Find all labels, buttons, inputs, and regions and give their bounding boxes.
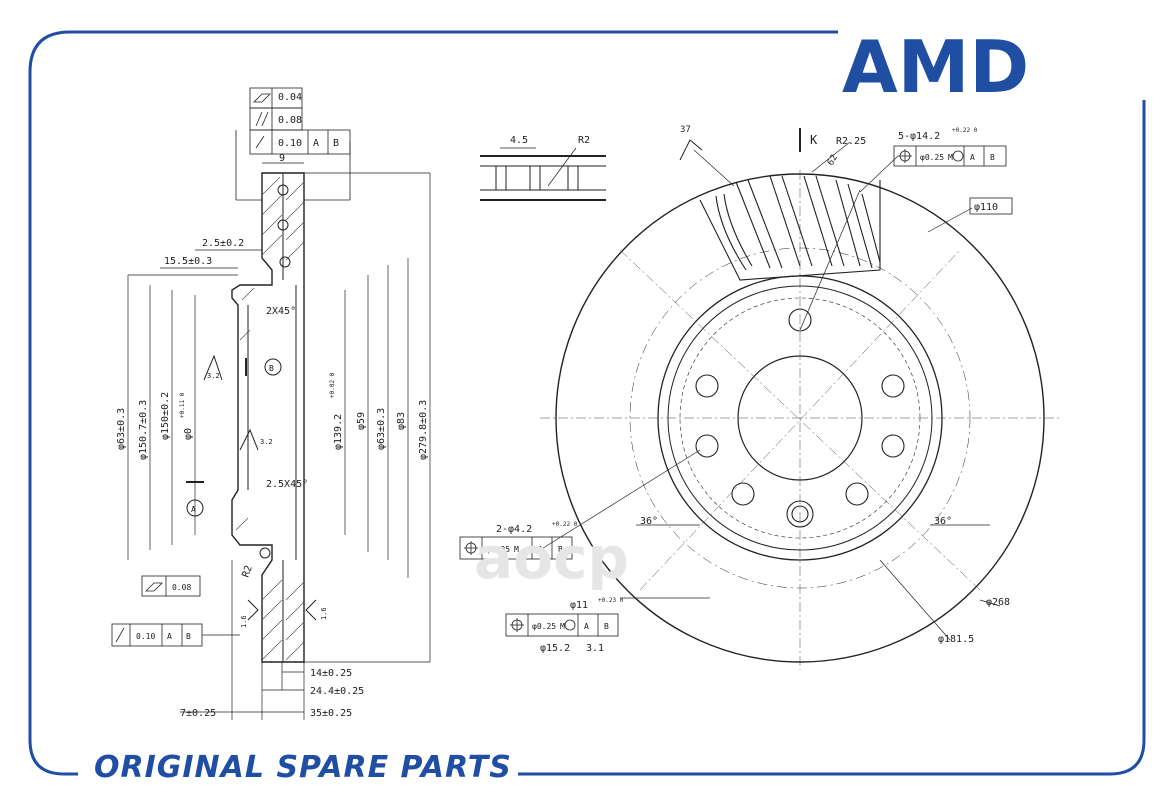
dim-d59: φ59	[356, 412, 367, 430]
datum-a-circle	[186, 499, 204, 517]
roughness-value: 1.6	[240, 615, 248, 628]
datum-a-label: A	[191, 505, 196, 514]
datum-ref: B	[990, 153, 995, 162]
dim-d268: φ268	[986, 597, 1010, 608]
two-holes-tol: +0.22 0	[552, 521, 578, 528]
dim-step: 2.5±0.2	[202, 238, 244, 249]
d11-tol: +0.23 0	[598, 597, 624, 604]
dim-thickness-top: 9	[279, 153, 285, 164]
side-view-labels: 0.04 0.08 0.10 A B 9 2.5±0.2 15.5±0.3 2X…	[116, 92, 429, 719]
roughness-icon	[247, 599, 259, 621]
roughness-value: 37	[680, 125, 691, 135]
dim-radius: R2	[240, 564, 254, 579]
dim-d83: φ83	[396, 412, 407, 430]
dim-d11: φ11	[570, 600, 588, 611]
roughness-value: 3.2	[207, 372, 220, 380]
tol-runout-value: 0.10	[278, 138, 302, 149]
dim-offset: 15.5±0.3	[164, 256, 212, 267]
front-view	[459, 128, 1060, 670]
d11-frame-modifier: M	[560, 622, 565, 631]
dimension-lines	[127, 162, 431, 720]
dim-d279: φ279.8±0.3	[418, 400, 429, 460]
dim-flange: 7±0.25	[180, 708, 216, 719]
roughness-icon	[305, 599, 317, 621]
dim-d139: φ139.2	[333, 414, 344, 450]
datum-ref: A	[584, 622, 589, 631]
dim-d181-5: φ181.5	[938, 634, 974, 645]
angle-left: 36°	[640, 516, 658, 527]
position-frame-top	[893, 145, 1013, 215]
roughness-icon	[679, 139, 703, 161]
footer-tagline: ORIGINAL SPARE PARTS	[88, 748, 518, 788]
dim-d63-left: φ63±0.3	[116, 408, 127, 450]
dim-d0: φ0	[183, 428, 194, 440]
dim-chamfer-top: 2X45°	[266, 306, 296, 317]
watermark: aocp	[474, 524, 629, 592]
vent-width: 4.5	[510, 135, 528, 146]
hatch-lower	[235, 517, 305, 661]
dim-d63-right: φ63±0.3	[376, 408, 387, 450]
holes-callout: 5-φ14.2	[898, 131, 940, 142]
dim-d110: φ110	[974, 202, 998, 213]
dim-d15-2: φ15.2	[540, 643, 570, 654]
dim-hub-width: 24.4±0.25	[310, 686, 364, 697]
tol-bottom-flatness: 0.08	[172, 583, 191, 592]
roughness-value: 1.6	[320, 607, 328, 620]
position-frame-bottom	[505, 613, 619, 637]
datum-ref: B	[558, 545, 563, 554]
datum-ref: A	[313, 138, 319, 149]
vane-cutaway	[699, 175, 881, 281]
dim-d150-2: φ150±0.2	[160, 392, 171, 440]
dim-d3-1: 3.1	[586, 643, 604, 654]
position-frame-left	[459, 536, 573, 560]
datum-ref: A	[167, 632, 172, 641]
dim-radius: R2.25	[836, 136, 866, 147]
datum-b-label: B	[269, 364, 274, 373]
datum-ref: B	[333, 138, 339, 149]
two-holes-callout: 2-φ4.2	[496, 524, 532, 535]
dim-overall: 35±0.25	[310, 708, 352, 719]
vent-radius: R2	[578, 135, 590, 146]
brand-logo: AMD	[838, 30, 1148, 100]
logo-text: AMD	[842, 30, 1029, 100]
datum-ref: B	[186, 632, 191, 641]
runout-icon	[115, 627, 125, 643]
side-view	[111, 87, 431, 720]
datum-ref: B	[604, 622, 609, 631]
dim-chamfer-bottom: 2.5X45°	[266, 479, 308, 490]
border-frame	[28, 30, 1146, 776]
flatness-icon	[253, 93, 271, 103]
vent-detail	[480, 147, 606, 201]
holes-tol: +0.22 0	[952, 127, 978, 134]
section-mark: K	[810, 133, 818, 147]
dim-d139-tol: +0.02 0	[329, 372, 336, 398]
tol-flatness-value: 0.04	[278, 92, 302, 103]
tol-bottom-runout: 0.10	[136, 632, 155, 641]
angle-62: 62	[826, 153, 840, 167]
roughness-value: 3.2	[260, 438, 273, 446]
datum-b-circle	[264, 358, 282, 376]
tol-parallel-value: 0.08	[278, 115, 302, 126]
datum-ref: A	[538, 545, 543, 554]
two-holes-frame-modifier: M	[514, 545, 519, 554]
dim-d0-tol: +0.11 0	[179, 392, 186, 418]
dim-disc-thickness: 14±0.25	[310, 668, 352, 679]
d11-frame-value: φ0.25	[532, 622, 556, 631]
angle-right: 36°	[934, 516, 952, 527]
front-view-labels: 37 K R2.25 5-φ14.2 +0.22 0 φ0.25 M A B 6…	[486, 125, 1010, 654]
tolerance-frame-bottom	[111, 575, 240, 647]
parallelism-icon	[255, 111, 263, 127]
runout-icon	[255, 135, 265, 149]
datum-ref: A	[970, 153, 975, 162]
roughness-icon	[239, 428, 259, 451]
tolerance-frame-top	[235, 87, 351, 201]
flatness-icon	[145, 582, 163, 592]
roughness-icon	[203, 354, 223, 381]
dim-d150: φ150.7±0.3	[138, 400, 149, 460]
holes-frame-modifier: M	[948, 153, 953, 162]
two-holes-frame-value: φ0.25	[486, 545, 510, 554]
holes-frame-value: φ0.25	[920, 153, 944, 162]
